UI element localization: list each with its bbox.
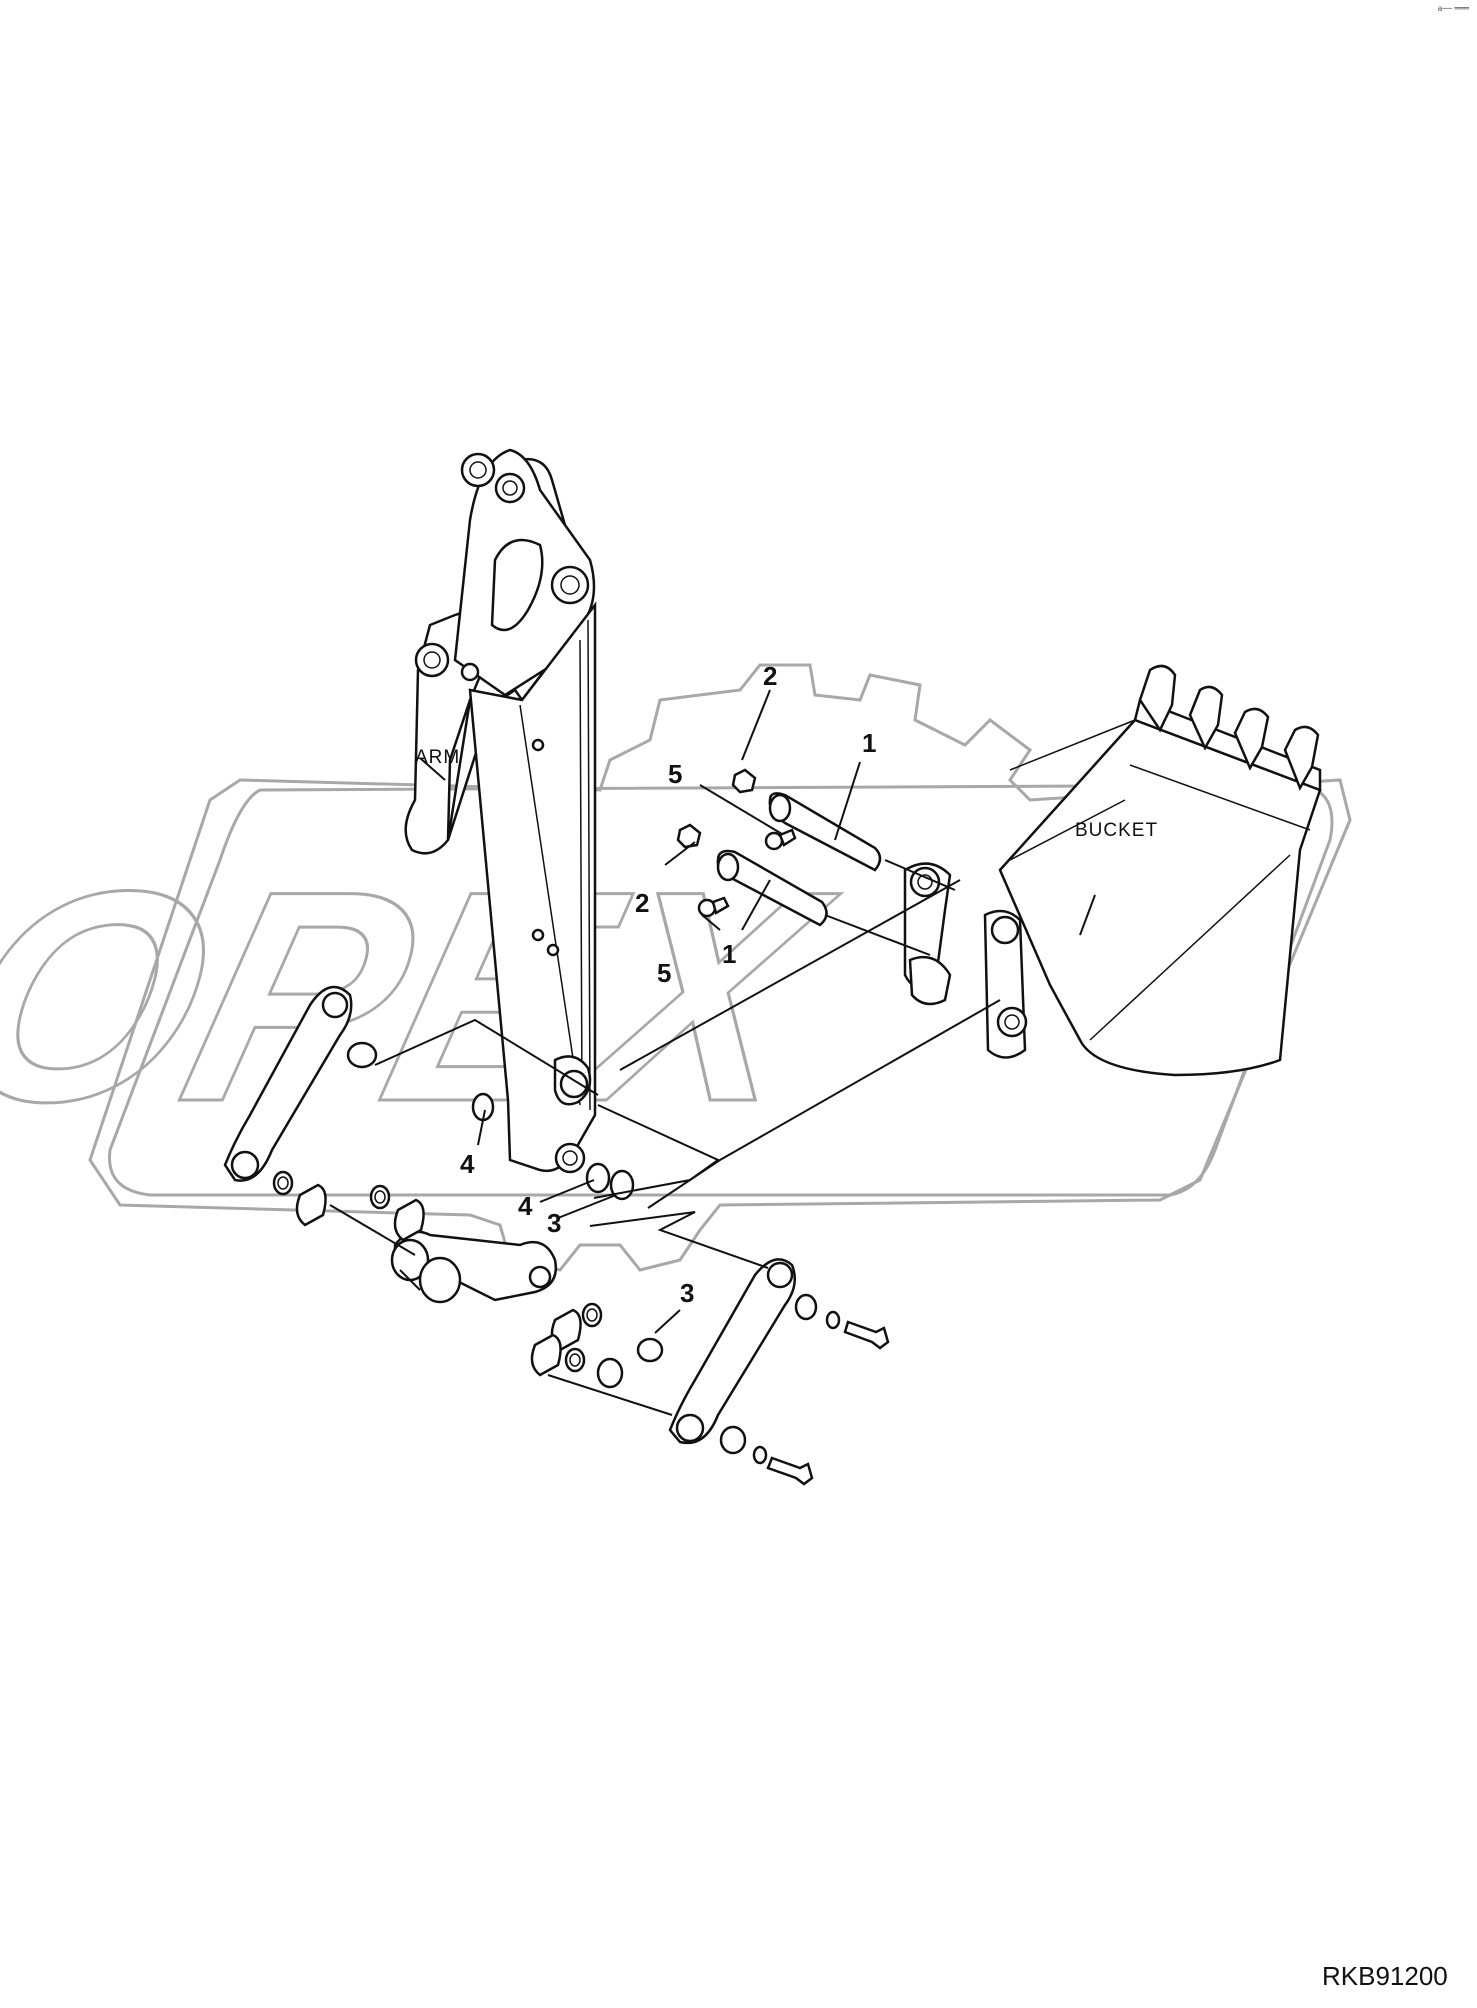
bucket-arm-ear-bore-bottom	[996, 1006, 1028, 1038]
arm-top-bushing-left	[460, 452, 496, 488]
thrust-washer	[596, 1357, 624, 1389]
bucket-body	[998, 718, 1322, 1077]
links	[223, 985, 797, 1445]
arm-mid-bushing	[550, 565, 590, 605]
callout-2-bottom: 2	[635, 888, 649, 918]
bushing-left-1	[295, 1183, 327, 1227]
shim-arm-1	[585, 1162, 611, 1194]
watermark-outer-ring	[108, 783, 1334, 1197]
arm	[404, 448, 597, 1174]
bolt-right-top	[843, 1320, 890, 1350]
callout-5-top: 5	[668, 759, 682, 789]
center-spacer	[418, 1256, 462, 1304]
bucket-tooth-3	[1233, 707, 1270, 771]
side-link-left	[223, 985, 353, 1182]
callout-3-right: 3	[680, 1278, 694, 1308]
callout-4-right: 4	[518, 1191, 533, 1221]
seal-right-1	[581, 1302, 603, 1328]
callout-3-left: 3	[547, 1208, 561, 1238]
callout-1-top: 1	[862, 728, 876, 758]
arm-lower-bushing-right	[460, 662, 480, 682]
washer-right-bottom	[719, 1425, 747, 1455]
callout-2-top: 2	[763, 661, 777, 691]
callout-5-bottom: 5	[657, 958, 671, 988]
arm-label: ARM	[415, 747, 460, 768]
bushings-and-washers	[272, 1041, 890, 1486]
arm-window-slot	[490, 538, 544, 632]
bucket-top-lip	[1133, 698, 1322, 792]
watermark-gear-outline	[88, 663, 1352, 1272]
bushing-right-2	[530, 1333, 562, 1377]
corner-note: a── ═══	[1437, 4, 1469, 13]
lockwasher-right-top	[825, 1310, 841, 1330]
bucket-tooth-4	[1283, 725, 1320, 791]
seal-left-1	[272, 1170, 294, 1196]
seal-left-2	[369, 1184, 391, 1210]
bucket-label: BUCKET	[1075, 820, 1158, 841]
shim-lower	[636, 1337, 664, 1363]
callout-1-bottom: 1	[722, 939, 736, 969]
bucket-tooth-1	[1138, 664, 1177, 733]
washer-link-left	[346, 1041, 378, 1069]
arm-lower-bushing-left	[414, 642, 450, 678]
bucket-tooth-2	[1188, 685, 1224, 751]
bucket	[903, 664, 1322, 1077]
reference-code: RKB91200	[1322, 1961, 1448, 1991]
arm-top-bushing-right	[494, 472, 526, 504]
lockwasher-right-bottom	[752, 1445, 768, 1465]
watermark-text: OPEX	[0, 828, 858, 1164]
leader-lines	[329, 689, 1096, 1416]
bucket-arm-ear-bore-top	[990, 915, 1020, 945]
bolt-right-bottom	[766, 1456, 814, 1486]
grease-fitting-top	[731, 768, 757, 794]
arm-bottom-bore-lower	[554, 1142, 586, 1174]
bucket-lower-ear	[908, 955, 952, 1006]
callout-4-left: 4	[460, 1149, 475, 1179]
side-link-right	[668, 1258, 797, 1445]
seal-right-2	[564, 1347, 586, 1373]
bushing-left-2	[393, 1198, 425, 1242]
watermark: OPEX	[0, 663, 1352, 1272]
pins	[716, 792, 882, 927]
washer-right-top	[794, 1293, 818, 1321]
